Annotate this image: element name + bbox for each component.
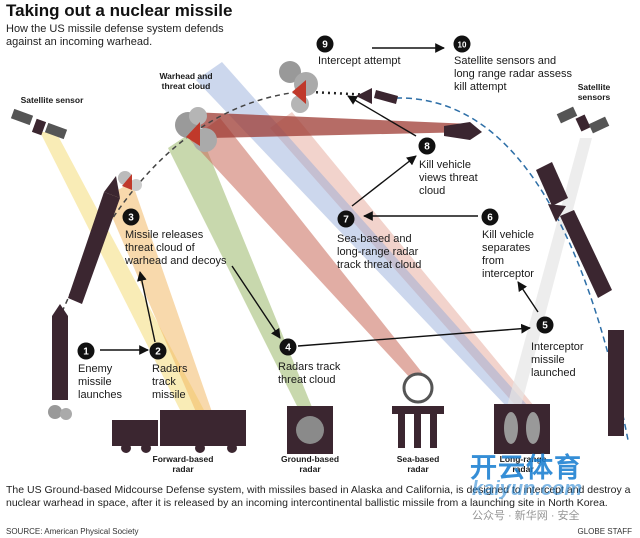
satellite-sensor-label: Satellite sensor — [21, 95, 85, 105]
svg-text:1: 1 — [83, 347, 89, 358]
kill-vehicle-separating — [536, 162, 568, 206]
threat-cloud — [118, 61, 318, 191]
staff-credit: GLOBE STAFF — [577, 527, 632, 536]
interceptor-trajectory — [395, 97, 629, 441]
step-badge-6: 6 — [481, 208, 499, 226]
svg-text:4: 4 — [285, 343, 291, 354]
arrow-4-5 — [297, 323, 531, 347]
watermark-url: kaiyun.com — [472, 478, 583, 500]
svg-text:6: 6 — [487, 213, 493, 224]
kill-vehicle-viewing — [444, 122, 482, 140]
step-badge-10: 10 — [453, 35, 471, 53]
kill-vehicle-view-beam — [190, 112, 472, 138]
step-badge-2: 2 — [149, 342, 167, 360]
svg-text:7: 7 — [343, 215, 349, 226]
svg-text:2: 2 — [155, 347, 161, 358]
step-badge-7: 7 — [337, 210, 355, 228]
source-credit: SOURCE: American Physical Society — [6, 527, 139, 536]
arrow-3-4 — [231, 265, 281, 339]
arrow-2-3 — [137, 271, 156, 343]
arrow-5-6 — [517, 281, 539, 313]
interceptor-silo — [608, 330, 624, 436]
svg-text:3: 3 — [128, 213, 134, 224]
satellite-sensors-beam — [506, 138, 592, 410]
intercept-dotted-line — [309, 90, 373, 97]
page-subtitle: How the US missile defense system defend… — [6, 23, 224, 48]
satellite-right — [556, 106, 610, 134]
sea-radar-beam-red — [190, 118, 428, 380]
watermark-logo-text: 开云体育 — [470, 453, 582, 483]
long-range-radar-beam-blue — [196, 62, 528, 406]
svg-text:10: 10 — [458, 41, 467, 50]
footer-description: The US Ground-based Midcourse Defense sy… — [6, 484, 631, 509]
svg-text:8: 8 — [424, 142, 430, 153]
step-badge-8: 8 — [418, 137, 436, 155]
arrow-8-9 — [347, 95, 417, 137]
step-badge-3: 3 — [122, 208, 140, 226]
watermark-sub: 公众号 · 新华网 · 安全 — [472, 510, 580, 522]
step-badge-5: 5 — [536, 316, 554, 334]
satellite-left — [10, 108, 68, 140]
arrow-7-8 — [351, 155, 417, 207]
page-title: Taking out a nuclear missile — [6, 1, 233, 20]
step-badge-9: 9 — [316, 35, 334, 53]
sea-radar — [392, 372, 444, 448]
forward-radar-truck — [112, 410, 246, 453]
ground-radar — [287, 406, 333, 454]
step-caption-9: Intercept attempt — [318, 55, 401, 67]
forward-radar-beam — [104, 182, 212, 412]
kill-vehicle-intercept — [356, 88, 398, 104]
svg-text:5: 5 — [542, 321, 548, 332]
step-badge-4: 4 — [279, 338, 297, 356]
enemy-missile-launch — [48, 304, 72, 420]
satellite-beam — [40, 132, 204, 410]
long-range-radar — [494, 404, 550, 454]
ground-radar-beam — [168, 128, 314, 412]
step-badges: 1 2 3 4 5 6 7 8 9 10 — [77, 35, 554, 360]
interceptor-missile — [548, 204, 612, 298]
step-badge-1: 1 — [77, 342, 95, 360]
svg-text:9: 9 — [322, 40, 328, 51]
enemy-missile-flight — [68, 176, 120, 304]
